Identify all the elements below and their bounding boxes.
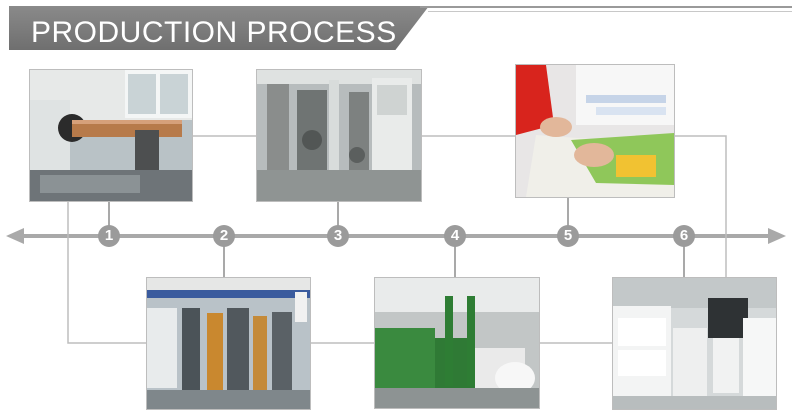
page-title: PRODUCTION PROCESS xyxy=(31,16,397,49)
step-marker-3: 3 xyxy=(327,225,349,247)
step-marker-2: 2 xyxy=(213,225,235,247)
step-marker-5: 5 xyxy=(557,225,579,247)
step-3-photo xyxy=(256,69,422,202)
right-arrow-icon xyxy=(768,228,786,244)
title-banner: PRODUCTION PROCESS xyxy=(9,6,429,50)
header-rule-thin xyxy=(428,11,792,12)
step-marker-6: 6 xyxy=(673,225,695,247)
step-5-photo xyxy=(515,64,675,198)
step-marker-4: 4 xyxy=(444,225,466,247)
step-1-photo xyxy=(29,69,193,202)
flow-links xyxy=(67,135,727,344)
header-rule xyxy=(420,6,792,8)
step-6-photo xyxy=(612,277,777,410)
step-4-photo xyxy=(374,277,540,409)
step-ticks xyxy=(108,196,685,277)
step-2-photo xyxy=(146,277,311,410)
step-marker-1: 1 xyxy=(98,225,120,247)
left-arrow-icon xyxy=(6,228,24,244)
